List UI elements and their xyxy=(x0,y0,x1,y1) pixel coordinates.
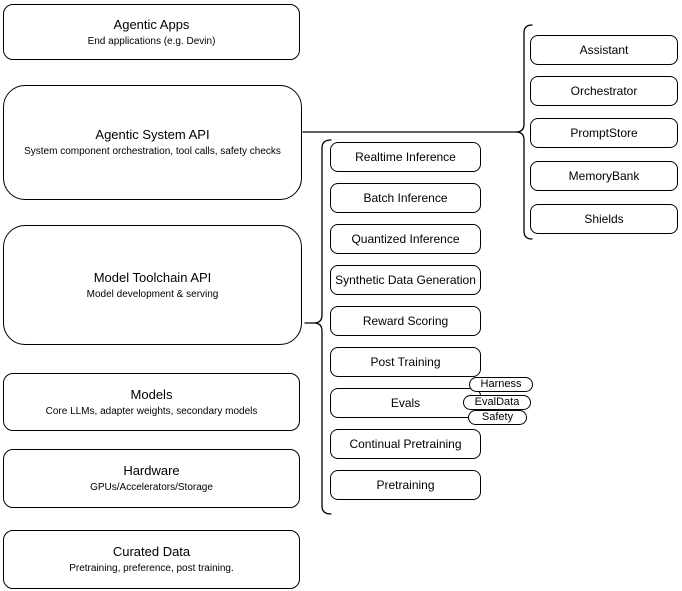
chip-pretraining: Pretraining xyxy=(330,470,481,500)
chip-evals: Evals xyxy=(330,388,481,418)
node-subtitle: Model development & serving xyxy=(86,288,219,300)
node-title: Models xyxy=(130,386,173,402)
chip-shields: Shields xyxy=(530,204,678,234)
pill-safety: Safety xyxy=(468,410,527,425)
node-subtitle: Pretraining, preference, post training. xyxy=(69,563,234,574)
chip-realtime-inference: Realtime Inference xyxy=(330,142,481,172)
node-subtitle: GPUs/Accelerators/Storage xyxy=(90,482,213,493)
node-subtitle: End applications (e.g. Devin) xyxy=(87,35,216,47)
chip-memorybank: MemoryBank xyxy=(530,161,678,191)
pill-harness: Harness xyxy=(469,377,533,392)
node-title: Agentic System API xyxy=(95,127,210,142)
node-agentic-apps: Agentic Apps End applications (e.g. Devi… xyxy=(3,4,300,60)
chip-post-training: Post Training xyxy=(330,347,481,377)
brace-toolchain-services xyxy=(304,139,332,515)
chip-continual-pretraining: Continual Pretraining xyxy=(330,429,481,459)
node-curated-data: Curated Data Pretraining, preference, po… xyxy=(3,530,300,589)
node-title: Curated Data xyxy=(112,544,191,559)
chip-reward-scoring: Reward Scoring xyxy=(330,306,481,336)
node-subtitle: Core LLMs, adapter weights, secondary mo… xyxy=(45,405,258,417)
node-models: Models Core LLMs, adapter weights, secon… xyxy=(3,373,300,431)
chip-batch-inference: Batch Inference xyxy=(330,183,481,213)
node-title: Agentic Apps xyxy=(113,16,190,32)
node-subtitle: System component orchestration, tool cal… xyxy=(24,146,281,157)
chip-synthetic-data-generation: Synthetic Data Generation xyxy=(330,265,481,295)
node-title: Model Toolchain API xyxy=(93,269,212,285)
chip-orchestrator: Orchestrator xyxy=(530,76,678,106)
node-agentic-system-api: Agentic System API System component orch… xyxy=(3,85,302,200)
node-title: Hardware xyxy=(123,463,180,478)
chip-assistant: Assistant xyxy=(530,35,678,65)
node-hardware: Hardware GPUs/Accelerators/Storage xyxy=(3,449,300,508)
node-model-toolchain-api: Model Toolchain API Model development & … xyxy=(3,225,302,345)
pill-evaldata: EvalData xyxy=(463,395,531,410)
chip-promptstore: PromptStore xyxy=(530,118,678,148)
chip-quantized-inference: Quantized Inference xyxy=(330,224,481,254)
